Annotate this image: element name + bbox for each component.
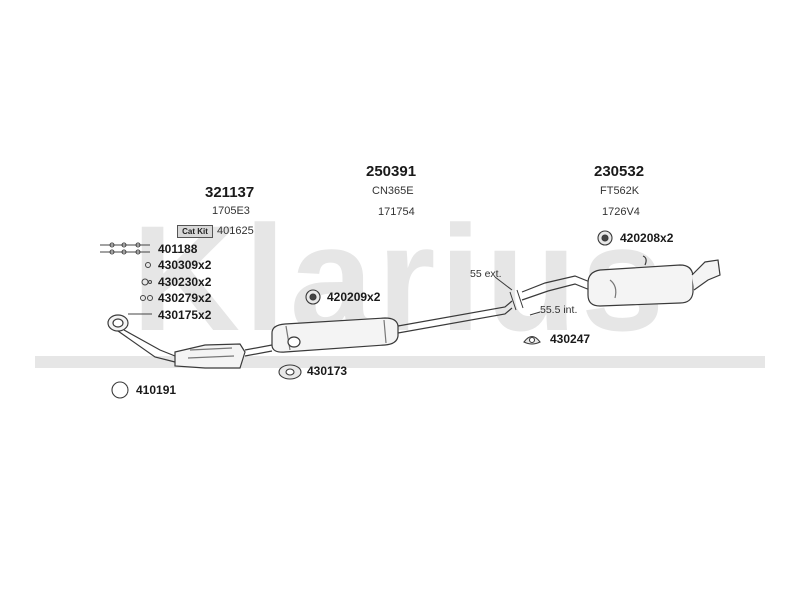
nut-icon [145,262,151,268]
part-number-center: 250391 [366,163,417,180]
front-ring-label: 410191 [136,383,177,397]
center-clamp-icon [305,289,321,305]
watermark-underline [35,356,765,368]
part-number-front: 321137 [205,184,255,201]
fitting-item-1: 401188 [158,242,198,256]
front-pipe-catalyst [107,314,273,369]
fitting-item-4: 430279x2 [158,291,212,305]
rear-silencer [521,255,721,307]
fitting-item-2: 430309x2 [158,258,212,272]
fitting-icons [100,242,153,315]
center-silencer [271,300,513,353]
code-center-2: 171754 [378,206,415,218]
cat-kit-code: 401625 [217,225,254,237]
mount-rubber-icon [523,335,541,345]
spring-icon [140,295,153,301]
part-icons [111,230,613,399]
washer-icon [141,278,152,286]
rear-clamp-label: 420208x2 [620,231,674,245]
pipe-int-note: 55.5 int. [540,304,578,316]
bolt-icon [100,242,150,255]
code-rear-2: 1726V4 [602,206,640,218]
center-clamp-label: 420209x2 [327,290,381,304]
code-rear-1: FT562K [600,185,640,197]
front-ring-icon [111,381,129,399]
fitting-item-3: 430230x2 [158,275,212,289]
pipe-ext-note: 55 ext. [470,268,502,280]
cat-kit-badge: Cat Kit [177,225,213,238]
front-gasket-icon [278,364,302,380]
part-number-rear: 230532 [594,163,645,180]
fitting-item-5: 430175x2 [158,308,212,322]
mount-rubber-label: 430247 [550,332,591,346]
code-front: 1705E3 [212,205,250,217]
code-center-1: CN365E [372,185,414,197]
rear-clamp-icon [597,230,613,246]
front-gasket-label: 430173 [307,364,348,378]
pipe-joint [494,276,541,316]
